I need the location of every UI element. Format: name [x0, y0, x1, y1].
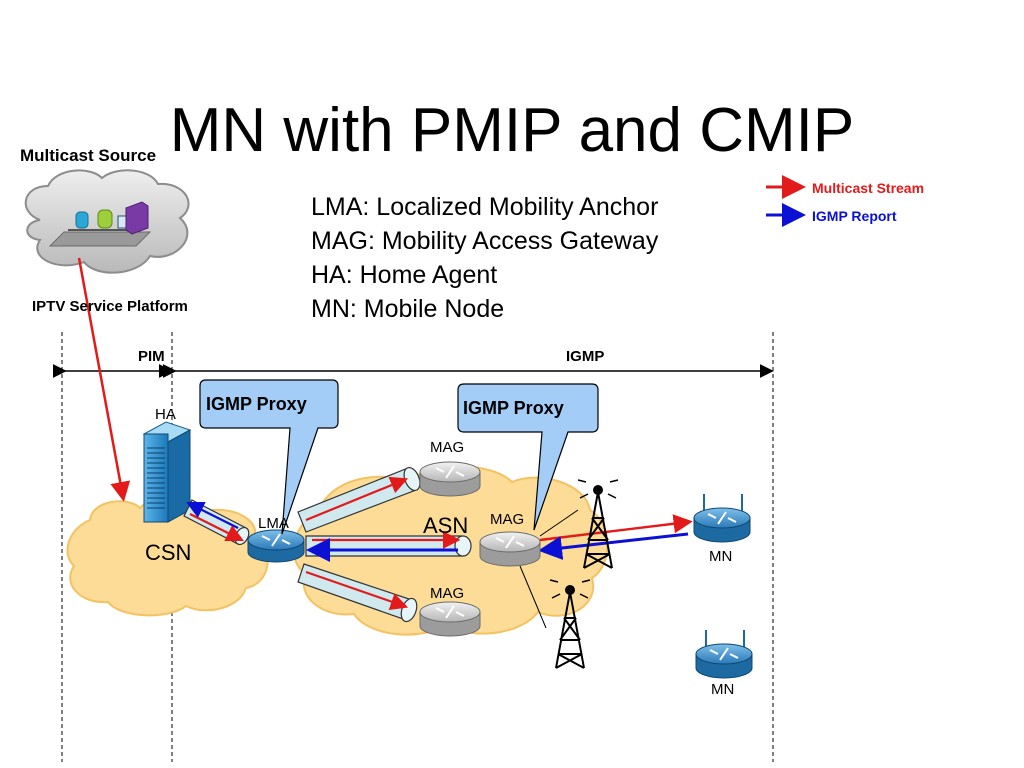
mn-right-router-icon	[693, 494, 751, 543]
igmp-proxy-callout-left	[199, 379, 339, 535]
mn-bottom-label: MN	[711, 681, 735, 698]
legend-multicast-label: Multicast Stream	[812, 180, 925, 196]
multicast-lma-to-mag-top	[305, 476, 409, 522]
domain-boundaries	[61, 332, 774, 762]
igmp-proxy-callout-right	[457, 383, 599, 531]
multicast-source-cloud	[24, 169, 190, 274]
igmp-mn-to-mag	[538, 532, 689, 560]
mag-mid-router-icon	[479, 531, 541, 567]
mag-mid-label: MAG	[490, 511, 525, 528]
lma-router-icon	[247, 529, 305, 563]
mag-link-lower	[519, 565, 547, 629]
asn-label: ASN	[423, 513, 469, 538]
lma-label: LMA	[258, 515, 289, 532]
pim-label: PIM	[138, 348, 165, 365]
multicast-path-source-to-ha	[77, 257, 131, 502]
ha-server-icon	[142, 421, 192, 523]
mag-bottom-label: MAG	[430, 585, 465, 602]
mag-top-router-icon	[419, 461, 481, 497]
multicast-lma-to-mag-bottom	[305, 570, 409, 610]
mag-top-label: MAG	[430, 439, 465, 456]
ha-label: HA	[155, 406, 176, 423]
mn-bottom-router-icon	[695, 630, 753, 679]
definitions-list: LMA: Localized Mobility Anchor MAG: Mobi…	[311, 190, 658, 326]
definition-mn: MN: Mobile Node	[311, 295, 505, 323]
igmp-lma-to-ha	[186, 502, 239, 529]
definition-ha: HA: Home Agent	[311, 261, 498, 289]
multicast-source-heading: Multicast Source	[20, 146, 157, 165]
igmp-label: IGMP	[566, 348, 605, 365]
radio-tower-upper-icon	[577, 479, 619, 569]
radio-tower-lower-icon	[549, 579, 591, 669]
slide-title: MN with PMIP and CMIP	[169, 96, 855, 165]
mn-right-label: MN	[709, 548, 733, 565]
iptv-platform-label: IPTV Service Platform	[32, 298, 188, 315]
mag-bottom-router-icon	[419, 601, 481, 637]
igmp-proxy-left-label: IGMP Proxy	[206, 394, 307, 414]
definition-lma: LMA: Localized Mobility Anchor	[311, 193, 659, 221]
csn-label: CSN	[145, 540, 192, 565]
igmp-proxy-right-label: IGMP Proxy	[463, 398, 564, 418]
multicast-ha-to-lma	[189, 513, 244, 541]
definition-mag: MAG: Mobility Access Gateway	[311, 227, 659, 255]
legend-igmp-label: IGMP Report	[812, 208, 897, 224]
multicast-mag-to-mn	[539, 514, 693, 542]
mag-link-upper	[539, 509, 579, 537]
